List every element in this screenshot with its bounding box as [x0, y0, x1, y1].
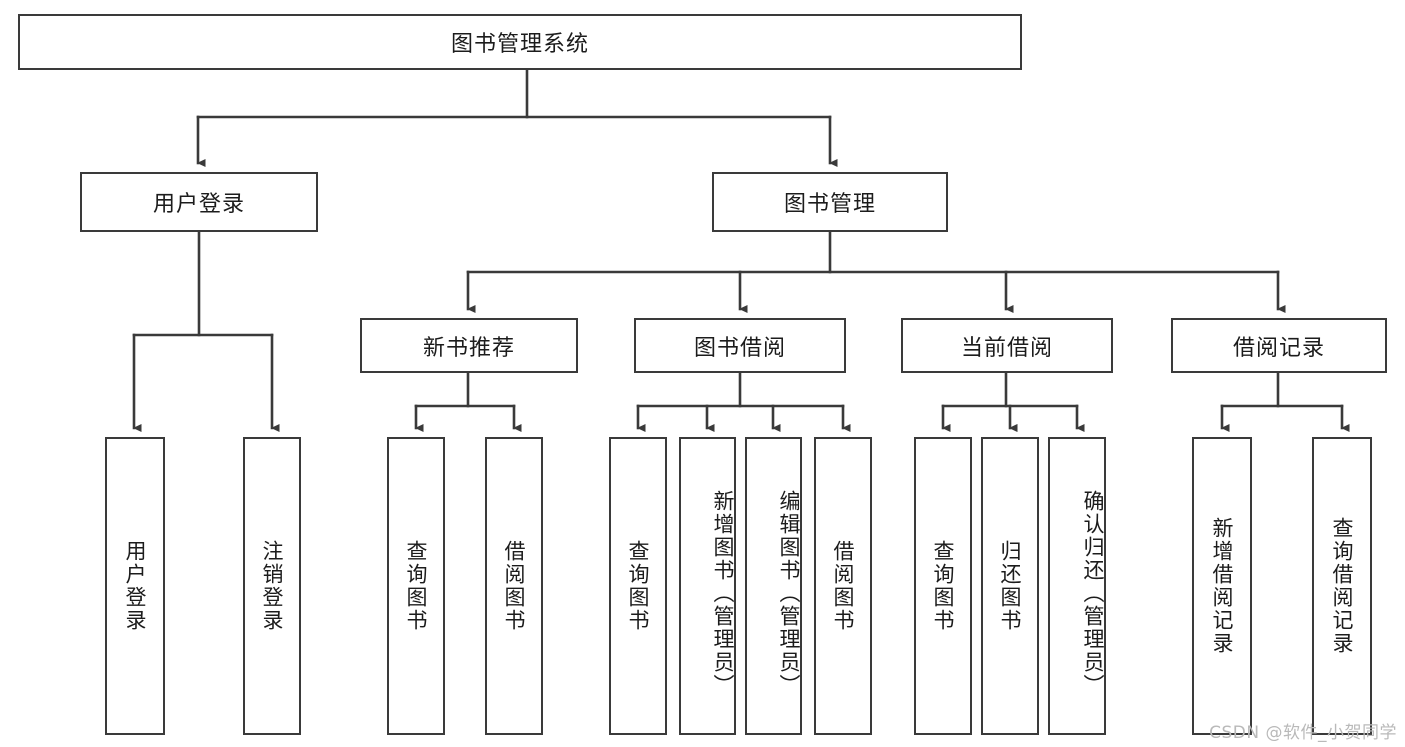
node-user-login[interactable]: 用户登录 [80, 172, 318, 232]
leaf-logout-login-label: 注销登录 [260, 540, 285, 632]
leaf-query-borrow-record-label: 查询借阅记录 [1330, 517, 1355, 655]
node-borrow-record-label: 借阅记录 [1232, 335, 1325, 361]
node-new-book-recommend-label: 新书推荐 [422, 335, 515, 361]
leaf-edit-book[interactable]: 编辑图书（管理员） [745, 437, 802, 735]
leaf-add-book-label: 新增图书（管理员） [711, 489, 735, 697]
node-root[interactable]: 图书管理系统 [18, 14, 1022, 70]
leaf-borrow-book-recommend[interactable]: 借阅图书 [485, 437, 543, 735]
leaf-query-book-recommend[interactable]: 查询图书 [387, 437, 445, 735]
leaf-return-book-label: 归还图书 [998, 540, 1023, 632]
node-root-label: 图书管理系统 [450, 32, 589, 57]
node-book-borrow-label: 图书借阅 [693, 335, 786, 361]
node-borrow-record[interactable]: 借阅记录 [1171, 318, 1387, 373]
leaf-query-book-current-label: 查询图书 [931, 540, 956, 632]
leaf-confirm-return-label: 确认归还（管理员） [1081, 489, 1105, 697]
node-book-manage-label: 图书管理 [783, 192, 876, 217]
leaf-borrow-book-recommend-label: 借阅图书 [502, 540, 527, 632]
leaf-user-login[interactable]: 用户登录 [105, 437, 165, 735]
leaf-query-book-current[interactable]: 查询图书 [914, 437, 972, 735]
leaf-query-book-borrow[interactable]: 查询图书 [609, 437, 667, 735]
node-new-book-recommend[interactable]: 新书推荐 [360, 318, 578, 373]
node-book-manage[interactable]: 图书管理 [712, 172, 948, 232]
leaf-add-book[interactable]: 新增图书（管理员） [679, 437, 736, 735]
leaf-return-book[interactable]: 归还图书 [981, 437, 1039, 735]
leaf-query-borrow-record[interactable]: 查询借阅记录 [1312, 437, 1372, 735]
node-current-borrow[interactable]: 当前借阅 [901, 318, 1113, 373]
leaf-user-login-label: 用户登录 [123, 540, 148, 632]
leaf-confirm-return[interactable]: 确认归还（管理员） [1048, 437, 1106, 735]
node-book-borrow[interactable]: 图书借阅 [634, 318, 846, 373]
leaf-add-borrow-record-label: 新增借阅记录 [1210, 517, 1235, 655]
leaf-logout-login[interactable]: 注销登录 [243, 437, 301, 735]
leaf-query-book-recommend-label: 查询图书 [404, 540, 429, 632]
leaf-borrow-book-label: 借阅图书 [831, 540, 856, 632]
leaf-query-book-borrow-label: 查询图书 [626, 540, 651, 632]
leaf-borrow-book[interactable]: 借阅图书 [814, 437, 872, 735]
node-current-borrow-label: 当前借阅 [960, 335, 1053, 361]
leaf-edit-book-label: 编辑图书（管理员） [777, 489, 801, 697]
node-user-login-label: 用户登录 [152, 192, 245, 217]
leaf-add-borrow-record[interactable]: 新增借阅记录 [1192, 437, 1252, 735]
